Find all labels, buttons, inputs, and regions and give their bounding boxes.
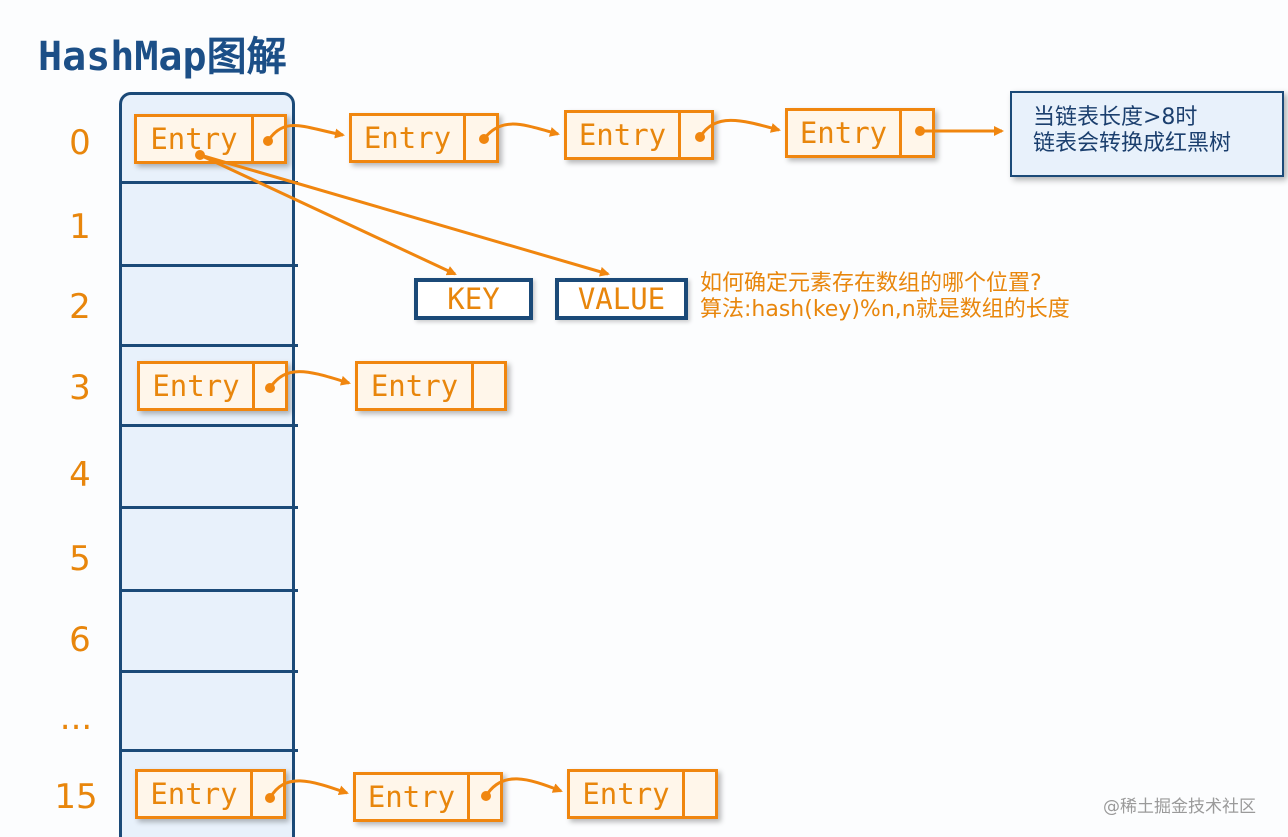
index-label-0: 0 [69, 123, 91, 163]
pointer-dot [695, 132, 705, 142]
entry-label: Entry [578, 118, 667, 152]
bucket-divider [119, 589, 298, 592]
next-pointer [467, 775, 500, 819]
next-pointer [250, 772, 283, 816]
note-line-2: 算法:hash(key)%n,n就是数组的长度 [700, 297, 1070, 322]
pointer-dot [915, 126, 925, 136]
key-arrow [199, 153, 457, 276]
next-arrow [268, 779, 349, 799]
entry-node: Entry [353, 772, 503, 822]
next-pointer [471, 364, 504, 408]
entry-label: Entry [799, 116, 888, 150]
diagram-title: HashMap图解 [38, 34, 287, 80]
entry-label: Entry [370, 369, 459, 403]
index-algorithm-note: 如何确定元素存在数组的哪个位置? 算法:hash(key)%n,n就是数组的长度 [700, 271, 1070, 323]
pointer-dot [479, 134, 489, 144]
index-label-3: 3 [69, 368, 91, 408]
entry-node: Entry [349, 113, 499, 163]
entry-node: Entry [137, 361, 288, 411]
next-pointer [463, 116, 496, 160]
bucket-divider [119, 181, 298, 184]
entry-node: Entry [785, 108, 935, 158]
key-box: KEY [414, 278, 533, 320]
value-arrow [199, 153, 610, 277]
note-line-1: 如何确定元素存在数组的哪个位置? [700, 271, 1042, 296]
index-label-15: 15 [54, 777, 98, 817]
index-label-2: 2 [69, 287, 91, 327]
index-label-ellipsis: ... [59, 698, 93, 738]
callout-line-1: 当链表长度>8时 [1033, 105, 1198, 130]
entry-label: Entry [367, 780, 456, 814]
bucket-divider [119, 424, 298, 427]
next-arrow [484, 777, 563, 797]
next-arrow [266, 124, 345, 142]
next-pointer [251, 117, 284, 161]
bucket-array [119, 92, 295, 837]
index-label-1: 1 [69, 207, 91, 247]
entry-label: Entry [152, 369, 240, 403]
bucket-divider [119, 506, 298, 509]
entry-node: Entry [134, 114, 287, 164]
pointer-dot [481, 791, 491, 801]
bucket-divider [119, 264, 298, 267]
next-pointer [682, 772, 715, 816]
entry-node: Entry [564, 110, 714, 160]
entry-label: Entry [582, 777, 670, 811]
bucket-divider [119, 749, 298, 752]
entry-node: Entry [355, 361, 507, 411]
next-pointer [252, 364, 285, 408]
next-pointer [899, 111, 932, 155]
entry-label: Entry [363, 121, 452, 155]
next-arrow [482, 122, 560, 140]
index-label-6: 6 [69, 620, 91, 660]
index-label-5: 5 [69, 539, 91, 579]
entry-label: Entry [150, 122, 238, 156]
treeify-callout: 当链表长度>8时 链表会转换成红黑树 [1010, 91, 1284, 177]
pointer-dot [263, 136, 273, 146]
next-arrow [698, 118, 781, 138]
index-label-4: 4 [69, 455, 91, 495]
entry-node: Entry [567, 769, 718, 819]
callout-line-2: 链表会转换成红黑树 [1033, 131, 1232, 156]
next-pointer [678, 113, 711, 157]
pointer-dot [265, 383, 275, 393]
entry-node: Entry [135, 769, 286, 819]
next-arrow [268, 370, 351, 389]
entry-label: Entry [150, 777, 238, 811]
pointer-dot [265, 793, 275, 803]
value-box: VALUE [555, 278, 688, 320]
bucket-divider [119, 670, 298, 673]
watermark: @稀土掘金技术社区 [1103, 797, 1256, 817]
bucket-divider [119, 344, 298, 347]
pointer-dot [195, 150, 205, 160]
